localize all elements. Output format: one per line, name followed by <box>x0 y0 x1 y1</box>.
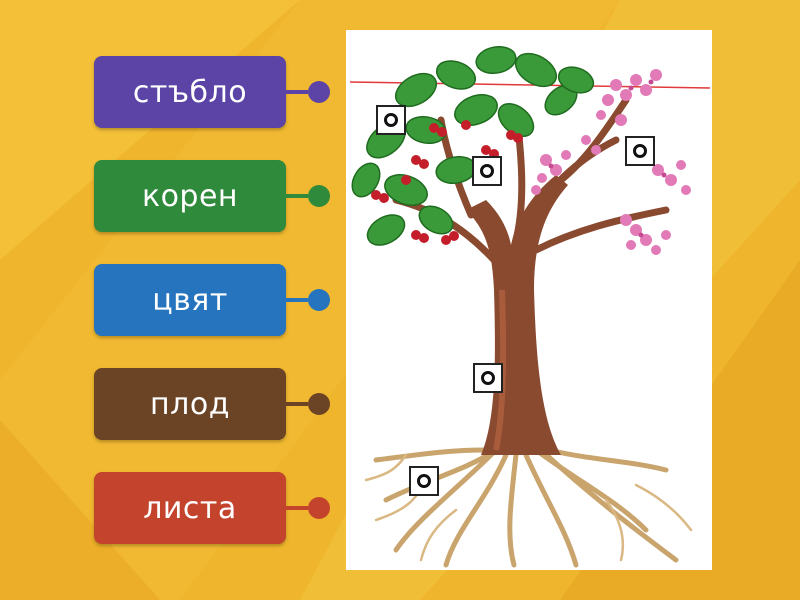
drop-target-4[interactable] <box>473 363 503 393</box>
anchor-dot-plod[interactable] <box>308 393 330 415</box>
connector-tsvyat <box>286 298 308 302</box>
drop-target-3[interactable] <box>625 136 655 166</box>
drop-target-1[interactable] <box>376 105 406 135</box>
drop-target-5[interactable] <box>409 466 439 496</box>
label-koren-text: корен <box>141 178 239 214</box>
label-plod[interactable]: плод <box>94 368 286 440</box>
connector-stablo <box>286 90 308 94</box>
target-circle-icon <box>384 113 398 127</box>
label-koren[interactable]: корен <box>94 160 286 232</box>
drop-target-2[interactable] <box>472 156 502 186</box>
anchor-dot-stablo[interactable] <box>308 81 330 103</box>
anchor-dot-lista[interactable] <box>308 497 330 519</box>
label-lista-text: листа <box>143 490 237 526</box>
label-stablo-text: стъбло <box>132 74 248 110</box>
target-circle-icon <box>480 164 494 178</box>
anchor-dot-koren[interactable] <box>308 185 330 207</box>
target-circle-icon <box>481 371 495 385</box>
anchor-dot-tsvyat[interactable] <box>308 289 330 311</box>
connector-lista <box>286 506 308 510</box>
label-lista[interactable]: листа <box>94 472 286 544</box>
label-plod-text: плод <box>150 386 230 422</box>
connector-plod <box>286 402 308 406</box>
label-tsvyat[interactable]: цвят <box>94 264 286 336</box>
label-tsvyat-text: цвят <box>152 282 228 318</box>
connector-koren <box>286 194 308 198</box>
target-circle-icon <box>633 144 647 158</box>
tree-image-panel <box>346 30 712 570</box>
label-stablo[interactable]: стъбло <box>94 56 286 128</box>
target-circle-icon <box>417 474 431 488</box>
tree-illustration <box>349 45 711 568</box>
